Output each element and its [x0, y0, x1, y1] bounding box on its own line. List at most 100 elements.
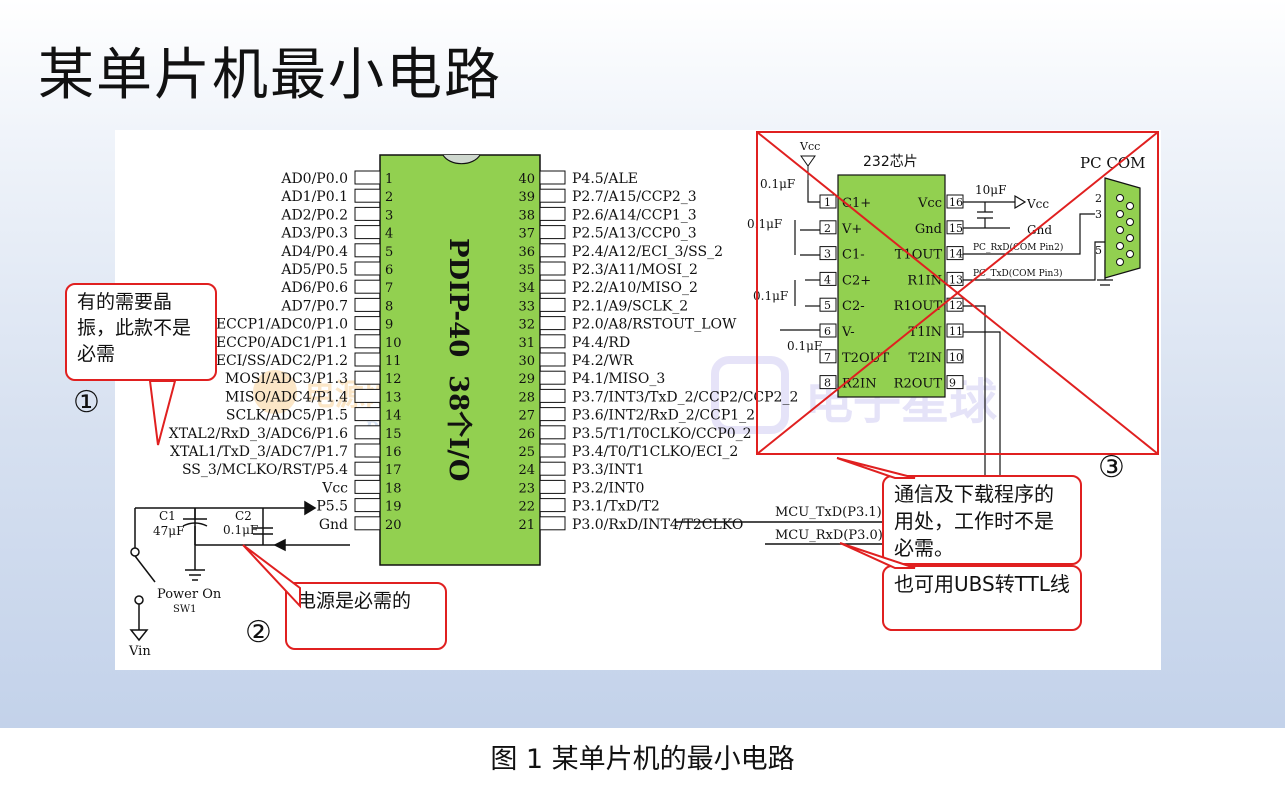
mcu-pin-label: P2.4/A12/ECI_3/SS_2: [572, 244, 723, 260]
mcu-pin-box: [354, 279, 381, 294]
callout-1-number: ①: [73, 385, 100, 420]
ic-pin-label: R2IN: [842, 377, 877, 392]
mcu-pin-label: MOSI/ADC3/P1.3: [225, 371, 348, 387]
mcu-pin-box: [354, 388, 381, 403]
mcu-pin-label: ECI/SS/ADC2/P1.2: [216, 353, 348, 369]
svg-text:PC_RxD(COM Pin2): PC_RxD(COM Pin2): [973, 242, 1063, 253]
ic-pin-number: 4: [824, 273, 831, 286]
mcu-pin-label: P2.7/A15/CCP2_3: [572, 189, 697, 205]
mcu-pin-label: P2.5/A13/CCP0_3: [572, 226, 697, 242]
ic-pin-box: [946, 323, 964, 338]
power-labels: C1 47μF C2 0.1μF Power On SW1 Vin: [128, 509, 258, 659]
mcu-pin-number: 26: [518, 427, 535, 442]
mcu-pin-box: [539, 206, 566, 221]
mcu-pin-label: MISO/ADC4/P1.4: [225, 389, 348, 405]
ic-pin-label: R1IN: [907, 273, 942, 288]
mcu-pin-box: [354, 498, 381, 513]
mcu-pin-label: AD7/P0.7: [280, 298, 348, 314]
mcu-pin-label: P3.5/T1/T0CLKO/CCP0_2: [572, 426, 752, 442]
ic-pin-box: [946, 220, 964, 235]
ic-pin-label: Vcc: [917, 196, 942, 211]
mcu-pin-label: P3.7/INT3/TxD_2/CCP2/CCP2_2: [572, 389, 798, 405]
mcu-pin-number: 15: [385, 427, 402, 442]
ic-pin-box: [946, 297, 964, 312]
mcu-pin-number: 31: [518, 336, 535, 351]
mcu-pin-label: XTAL2/RxD_3/ADC6/P1.6: [169, 426, 348, 442]
mcu-pin-label: P4.2/WR: [572, 353, 634, 369]
callout-3: 通信及下载程序的用处，工作时不是必需。: [882, 475, 1082, 565]
mcu-pin-number: 23: [518, 481, 535, 496]
mcu-pin-label: P3.0/RxD/INT4/T2CLKO: [572, 517, 743, 533]
svg-text:2: 2: [1095, 192, 1102, 205]
mcu-pin-label: P2.2/A10/MISO_2: [572, 280, 698, 296]
mcu-pin-box: [539, 425, 566, 440]
mcu-pin-number: 1: [385, 172, 393, 187]
mcu-pin-box: [539, 479, 566, 494]
ic-pin-box: [946, 271, 964, 286]
mcu-pin-box: [354, 461, 381, 476]
mcu-pin-label: P5.5: [316, 499, 348, 515]
ic-pin-box: [819, 220, 837, 235]
mcu-pin-box: [354, 261, 381, 276]
svg-text:Gnd: Gnd: [1027, 223, 1052, 237]
mcu-pin-box: [539, 170, 566, 185]
svg-text:38个I/O: 38个I/O: [443, 375, 473, 482]
ic-pin-number: 7: [824, 351, 831, 364]
mcu-pin-box: [354, 243, 381, 258]
ic-pin-label: Gnd: [915, 222, 942, 237]
svg-text:SW1: SW1: [173, 604, 197, 615]
mcu-pin-label: P2.6/A14/CCP1_3: [572, 207, 697, 223]
mcu-pin-number: 17: [385, 463, 402, 478]
mcu-pin-box: [539, 516, 566, 531]
mcu-pin-number: 21: [518, 518, 535, 533]
mcu-pin-number: 11: [385, 354, 402, 369]
svg-text:MCU_RxD(P3.0): MCU_RxD(P3.0): [775, 528, 883, 543]
mcu-pin-box: [354, 479, 381, 494]
ic-pin-number: 10: [949, 351, 963, 364]
mcu-pin-number: 10: [385, 336, 402, 351]
ic-pin-box: [946, 349, 964, 364]
mcu-pin-label: P4.1/MISO_3: [572, 371, 665, 387]
ic-pin-label: V+: [841, 222, 862, 237]
mcu-pin-number: 33: [518, 299, 535, 314]
mcu-pin-number: 25: [518, 445, 535, 460]
mcu-pin-label: P3.3/INT1: [572, 462, 644, 478]
callout-3-number: ③: [1098, 450, 1125, 485]
ic-pin-label: V-: [841, 325, 855, 340]
svg-text:MCU_TxD(P3.1): MCU_TxD(P3.1): [775, 505, 882, 520]
mcu-pin-label: AD1/P0.1: [280, 189, 348, 205]
svg-text:PC COM: PC COM: [1080, 154, 1145, 172]
svg-text:3: 3: [1095, 208, 1102, 221]
mcu-pin-label: AD4/P0.4: [280, 244, 348, 260]
svg-text:PDIP-40: PDIP-40: [443, 238, 473, 357]
slide-title: 某单片机最小电路: [38, 43, 502, 108]
svg-text:0.1μF: 0.1μF: [753, 289, 788, 303]
svg-text:Vin: Vin: [128, 644, 151, 659]
circuit-figure: 电源网 DianYuan.com 电子星球 PDIP-40 38个I/O 1AD…: [115, 130, 1161, 670]
mcu-pin-number: 39: [518, 190, 535, 205]
mcu-pin-number: 13: [385, 390, 402, 405]
mcu-pin-number: 19: [385, 500, 402, 515]
svg-text:C1: C1: [159, 509, 176, 523]
ic-pin-number: 13: [949, 273, 963, 286]
mcu-pin-label: ECCP1/ADC0/P1.0: [216, 317, 348, 333]
callout-2-number: ②: [245, 615, 272, 650]
mcu-pin-label: Vcc: [321, 480, 348, 496]
ic-pin-label: C1-: [842, 248, 865, 263]
ic-pin-number: 11: [949, 325, 963, 338]
mcu-pin-box: [539, 243, 566, 258]
mcu-pin-label: AD6/P0.6: [280, 280, 348, 296]
ic-pin-number: 6: [824, 325, 831, 338]
mcu-pin-label: XTAL1/TxD_3/ADC7/P1.7: [170, 444, 348, 460]
mcu-pin-number: 35: [518, 263, 535, 278]
ic-pin-box: [946, 375, 964, 390]
mcu-pin-box: [354, 407, 381, 422]
ic-pin-number: 3: [824, 248, 831, 261]
mcu-pin-label: P3.6/INT2/RxD_2/CCP1_2: [572, 408, 755, 424]
svg-text:47μF: 47μF: [153, 524, 184, 538]
ic-pin-label: T1OUT: [895, 248, 943, 263]
mcu-pin-number: 34: [518, 281, 535, 296]
svg-text:Power On: Power On: [157, 587, 222, 602]
callout-4: 也可用UBS转TTL线: [882, 565, 1082, 631]
mcu-pin-label: SS_3/MCLKO/RST/P5.4: [182, 462, 348, 478]
